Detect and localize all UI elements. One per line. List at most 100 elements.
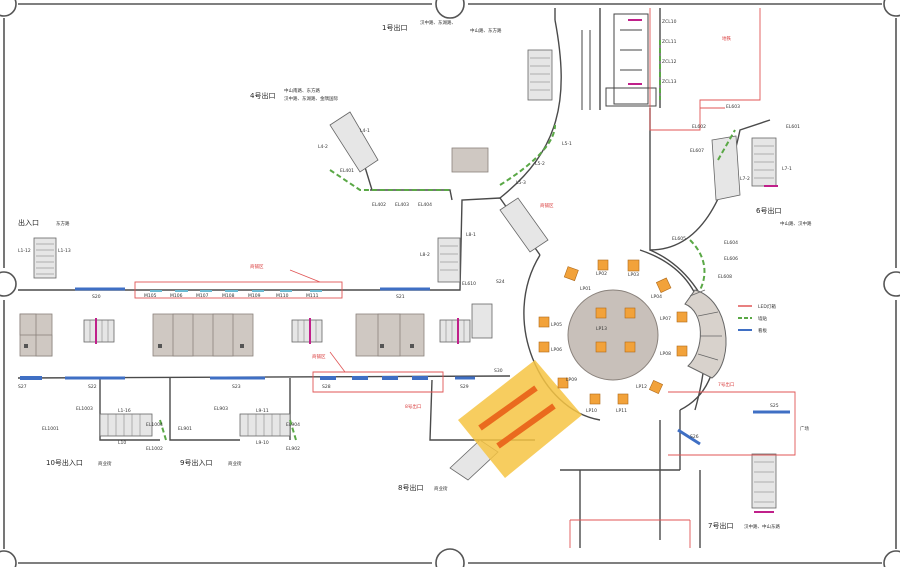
code-el403: EL403 (395, 202, 409, 208)
code-el604: EL604 (724, 240, 738, 246)
code-l71: L7-1 (782, 166, 792, 172)
code-l910: L9-10 (256, 440, 269, 446)
code-l113: L1-13 (58, 248, 71, 254)
booths (538, 259, 688, 405)
code-el601: EL601 (786, 124, 800, 130)
code-el903: EL903 (214, 406, 228, 412)
code-s24: S24 (496, 279, 505, 285)
exit1-desc2: 中山路、东方路 (470, 27, 502, 34)
exit7-label: 7号出口 (708, 521, 733, 530)
central-hub (567, 289, 659, 381)
exit9-desc: 商业街 (228, 460, 242, 467)
code-s30: S30 (494, 368, 503, 374)
code-l911: L9-11 (256, 408, 269, 414)
zone-label-dl7: 7号出口 (718, 381, 734, 388)
booth-lp09: LP09 (566, 377, 577, 383)
code-l72: L7-2 (740, 176, 750, 182)
booth-lp01: LP01 (580, 286, 591, 292)
code-m111: M111 (306, 293, 319, 299)
exit8-highlight (458, 360, 582, 478)
zone-label-dl3: 商铺区 (312, 353, 326, 360)
code-el402: EL402 (372, 202, 386, 208)
booth-lp08: LP08 (660, 351, 671, 357)
exit8-desc: 商业街 (434, 485, 448, 492)
m-panel-labels: M105 M106 M107 M108 M109 M110 M111 (144, 293, 319, 299)
advert-zone-connectors (289, 269, 346, 373)
code-l42: L4-2 (318, 144, 328, 150)
code-el901: EL901 (178, 426, 192, 432)
escalator-steps (36, 57, 774, 503)
code-l51: L5-1 (562, 141, 572, 147)
code-zcl12: ZCL12 (662, 59, 677, 65)
code-el902: EL902 (286, 446, 300, 452)
booth-lp11: LP11 (616, 408, 627, 414)
code-el602: EL602 (692, 124, 706, 130)
zone-label-dl2: 商铺区 (540, 202, 554, 209)
code-s23: S23 (232, 384, 241, 390)
code-s25: S25 (770, 403, 779, 409)
code-l52: L5-2 (535, 161, 545, 167)
code-s27: S27 (18, 384, 27, 390)
zone-label-top-right: 地铁 (722, 35, 731, 42)
s-boards-small (20, 376, 428, 380)
code-el401: EL401 (340, 168, 354, 174)
code-l41: L4-1 (360, 128, 370, 134)
zone-label-dl1: 商铺区 (250, 263, 264, 270)
shop-blocks (19, 147, 489, 357)
shop-dots (24, 344, 414, 348)
exit6-desc: 中山路、汉中路 (780, 220, 812, 227)
code-el610: EL610 (462, 281, 476, 287)
top-gates (581, 13, 657, 110)
circular-concourse (523, 249, 727, 421)
exit6-label: 6号出口 (756, 206, 781, 215)
billboards (65, 287, 790, 446)
exit7-desc: 汉中路、中山东路 (744, 523, 780, 530)
wall-stickers (159, 40, 736, 441)
code-m108: M108 (222, 293, 235, 299)
legend-sticker: 墙贴 (758, 315, 767, 322)
code-zcl10: ZCL10 (662, 19, 677, 25)
code-m110: M110 (276, 293, 289, 299)
code-el1001: EL1001 (42, 426, 59, 432)
code-s22: S22 (88, 384, 97, 390)
code-s20: S20 (92, 294, 101, 300)
legend: LED灯箱 墙贴 看板 (738, 303, 776, 334)
legend-board: 看板 (758, 327, 767, 334)
exit1-desc1: 汉中路、东湖路、 (420, 19, 456, 26)
code-el1002: EL1002 (146, 446, 163, 452)
code-s26: S26 (690, 434, 699, 440)
code-el1004: EL1004 (146, 422, 163, 428)
code-l81: L8-1 (466, 232, 476, 238)
station-walls (17, 8, 771, 548)
booth-lp10: LP10 (586, 408, 597, 414)
booth-labels: LP01 LP02 LP03 LP04 LP05 LP06 LP07 LP08 … (551, 271, 671, 414)
code-l112: L1-12 (18, 248, 31, 254)
code-zcl11: ZCL11 (662, 39, 677, 45)
curved-gate-block (684, 289, 727, 379)
code-m106: M106 (170, 293, 183, 299)
code-el606: EL606 (724, 256, 738, 262)
code-el607: EL607 (690, 148, 704, 154)
advert-zone-outlines (134, 8, 796, 548)
zone-label-dl8: 8号出口 (405, 403, 421, 410)
code-s29: S29 (460, 384, 469, 390)
code-s28: S28 (322, 384, 331, 390)
map-frame (3, 3, 897, 564)
code-el603: EL603 (726, 104, 740, 110)
exit8-label: 8号出口 (398, 483, 423, 492)
exit9-label: 9号出入口 (180, 458, 212, 467)
code-l53: L5-3 (516, 180, 526, 186)
booth-lp12: LP12 (636, 384, 647, 390)
booth-lp04: LP04 (651, 294, 662, 300)
entrance-desc: 东方路 (56, 220, 70, 227)
booth-lp13: LP13 (596, 326, 607, 332)
code-el904: EL904 (286, 422, 300, 428)
booth-lp06: LP06 (551, 347, 562, 353)
code-el605: EL605 (672, 236, 686, 242)
code-m105: M105 (144, 293, 157, 299)
exit4-label: 4号出口 (250, 91, 275, 100)
booth-lp05: LP05 (551, 322, 562, 328)
code-el608: EL608 (718, 274, 732, 280)
